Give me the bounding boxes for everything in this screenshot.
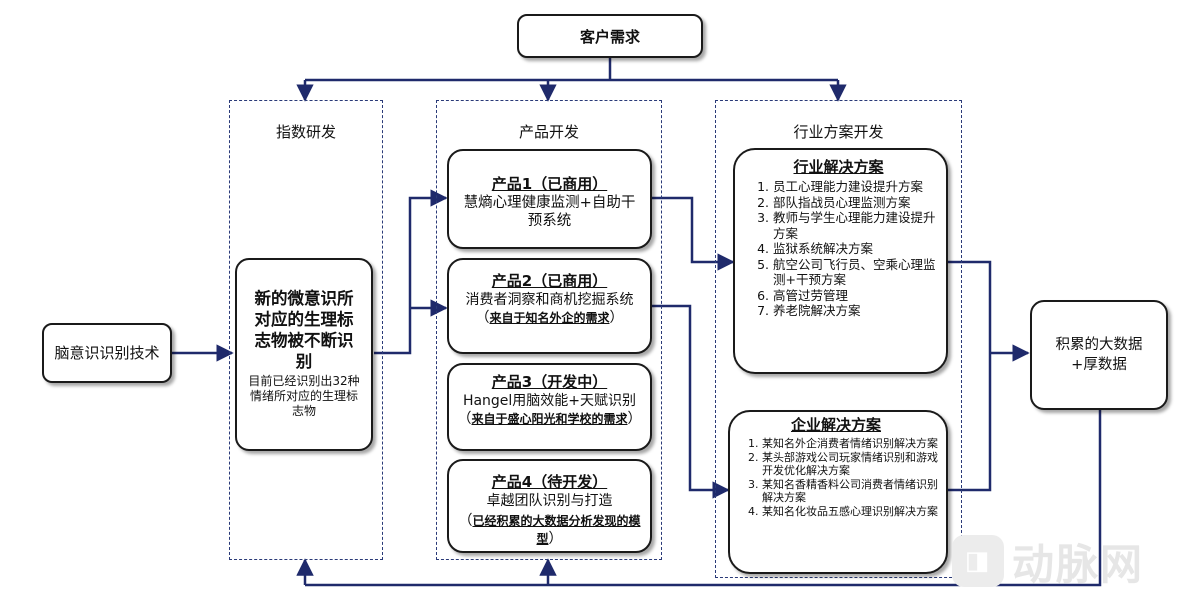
industry-item: 教师与学生心理能力建设提升方案	[773, 210, 938, 241]
industry-item: 高管过劳管理	[773, 288, 938, 304]
product-2-tail: ）	[609, 310, 624, 326]
index-panel-title: 指数研发	[275, 123, 336, 141]
product-3-desc: Hangel用脑效能+天赋识别（	[457, 393, 637, 427]
marker-sub-text: 目前已经识别出32种情绪所对应的生理标志物	[248, 374, 360, 418]
industry-solutions-title: 行业解决方案	[793, 158, 884, 176]
industry-panel: 行业方案开发	[715, 100, 962, 578]
enterprise-item: 某头部游戏公司玩家情绪识别和游戏开发优化解决方案	[762, 451, 938, 478]
product-1-box: 产品1（已商用） 慧熵心理健康监测+自助干预系统	[447, 149, 652, 249]
product-4-desc: 卓越团队识别与打造	[486, 493, 613, 509]
customer-demand-label: 客户需求	[579, 27, 640, 46]
industry-item: 养老院解决方案	[773, 303, 938, 319]
product-panel: 产品开发	[436, 100, 662, 560]
industry-solutions-list: 员工心理能力建设提升方案 部队指战员心理监测方案 教师与学生心理能力建设提升方案…	[739, 179, 938, 319]
product-2-title: 产品2（已商用）	[491, 272, 608, 290]
industry-item: 员工心理能力建设提升方案	[773, 179, 938, 195]
enterprise-item: 某知名化妆品五感心理识别解决方案	[762, 505, 938, 519]
enterprise-item: 某知名外企消费者情绪识别解决方案	[762, 437, 938, 451]
accumulated-data-box: 积累的大数据+厚数据	[1030, 300, 1168, 410]
watermark: ◨ 动脉网	[952, 530, 1192, 592]
source-tech-box: 脑意识识别技术	[42, 323, 172, 383]
watermark-text: 动脉网	[1012, 539, 1145, 589]
product-4-title: 产品4（待开发）	[491, 473, 608, 491]
customer-demand-box: 客户需求	[517, 14, 703, 58]
product-4-note: 已经积累的大数据分析发现的模型	[472, 514, 641, 546]
product-1-title: 产品1（已商用）	[491, 175, 608, 193]
product-1-desc: 慧熵心理健康监测+自助干预系统	[463, 195, 636, 229]
industry-item: 部队指战员心理监测方案	[773, 195, 938, 211]
industry-panel-title: 行业方案开发	[793, 123, 884, 141]
enterprise-solutions-box: 企业解决方案 某知名外企消费者情绪识别解决方案 某头部游戏公司玩家情绪识别和游戏…	[728, 410, 948, 574]
enterprise-solutions-title: 企业解决方案	[790, 416, 881, 434]
product-4-box: 产品4（待开发） 卓越团队识别与打造 （已经积累的大数据分析发现的模型）	[447, 459, 652, 553]
accumulated-data-label: 积累的大数据+厚数据	[1055, 337, 1143, 373]
product-2-note: 来自于知名外企的需求	[489, 311, 610, 325]
industry-item: 监狱系统解决方案	[773, 241, 938, 257]
product-panel-title: 产品开发	[518, 123, 579, 141]
enterprise-solutions-list: 某知名外企消费者情绪识别解决方案 某头部游戏公司玩家情绪识别和游戏开发优化解决方…	[734, 437, 938, 518]
product-3-title: 产品3（开发中）	[491, 373, 608, 391]
watermark-logo-icon: ◨	[952, 535, 1004, 587]
index-panel: 指数研发	[229, 100, 383, 560]
product-4-tail: ）	[548, 531, 563, 547]
industry-solutions-box: 行业解决方案 员工心理能力建设提升方案 部队指战员心理监测方案 教师与学生心理能…	[733, 148, 948, 374]
product-4-pre: （	[458, 513, 473, 529]
marker-identified-box: 新的微意识所对应的生理标志物被不断识别 目前已经识别出32种情绪所对应的生理标志…	[235, 258, 373, 451]
source-tech-label: 脑意识识别技术	[54, 343, 160, 362]
enterprise-item: 某知名香精香料公司消费者情绪识别解决方案	[762, 478, 938, 505]
industry-item: 航空公司飞行员、空乘心理监测+干预方案	[773, 257, 938, 288]
product-2-box: 产品2（已商用） 消费者洞察和商机挖掘系统（来自于知名外企的需求）	[447, 258, 652, 354]
marker-main-text: 新的微意识所对应的生理标志物被不断识别	[254, 289, 354, 371]
product-3-note: 来自于盛心阳光和学校的需求	[471, 412, 628, 426]
product-2-desc: 消费者洞察和商机挖掘系统（	[465, 292, 634, 326]
product-3-box: 产品3（开发中） Hangel用脑效能+天赋识别（来自于盛心阳光和学校的需求）	[447, 363, 652, 451]
product-3-tail: ）	[627, 411, 642, 427]
